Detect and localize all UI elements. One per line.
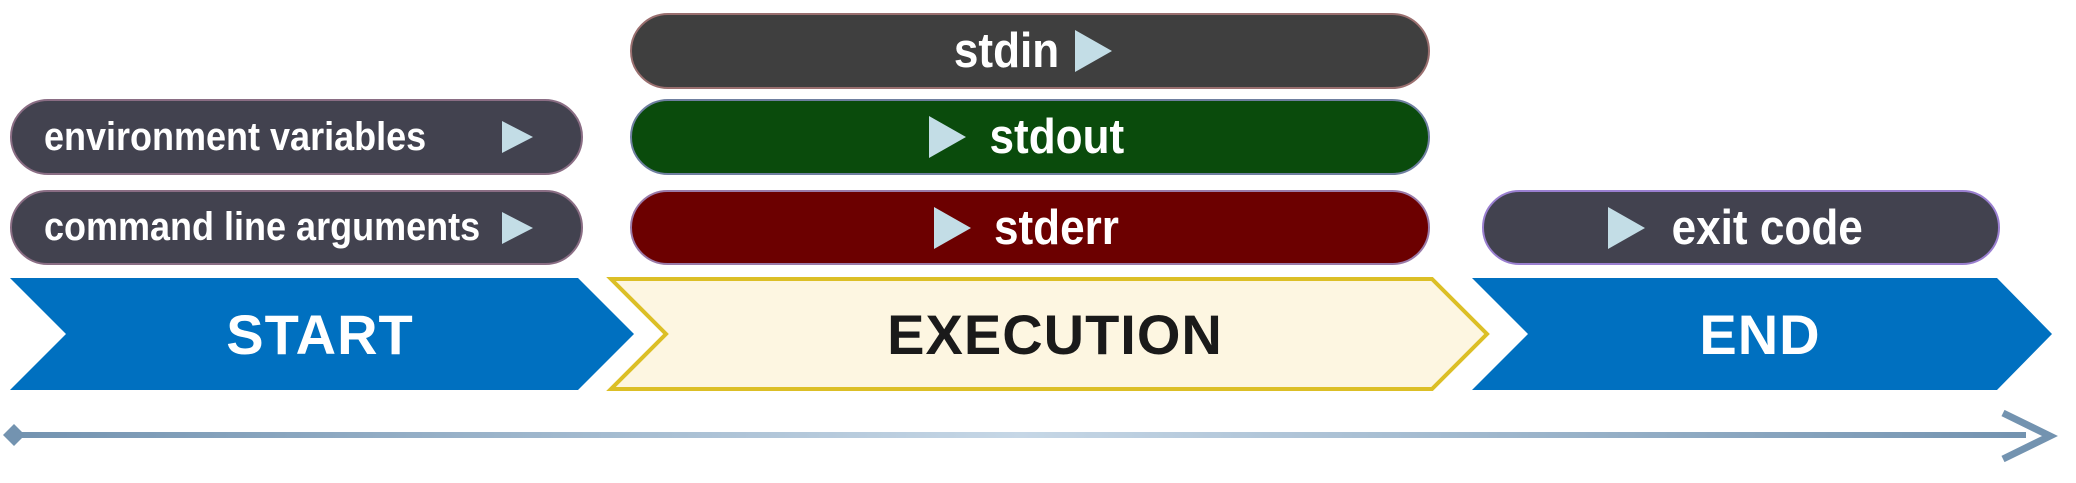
output-arrow-icon [1608,206,1646,249]
timeline-arrowhead [2001,409,2058,463]
end-stage-chevron [1472,278,2052,390]
environment-variables-label: environment variables [44,114,427,159]
timeline-start-diamond [3,424,25,446]
stderr-pill: stderr [630,190,1430,265]
command-line-arguments-label: command line arguments [44,205,481,249]
command-line-arguments-pill: command line arguments [10,190,583,265]
execution-stage-chevron [606,277,1490,391]
start-stage-chevron [10,278,634,390]
stderr-label: stderr [993,200,1119,255]
stdout-label: stdout [989,110,1124,164]
start-label: START [226,303,414,366]
output-arrow-icon [934,206,972,249]
end-label: END [1699,303,1821,366]
input-arrow-icon [502,212,533,244]
environment-variables-pill: environment variables [10,99,583,175]
stdin-label: stdin [953,24,1060,78]
exit-code-label: exit code [1671,200,1864,255]
output-arrow-icon [928,116,966,158]
exit-code-pill: exit code [1482,190,2000,265]
stdin-pill: stdin [630,13,1430,89]
stdout-pill: stdout [630,99,1430,175]
timeline-line [14,432,2026,438]
input-arrow-icon [1075,30,1113,72]
execution-label: EXECUTION [887,303,1223,366]
input-arrow-icon [502,121,533,153]
